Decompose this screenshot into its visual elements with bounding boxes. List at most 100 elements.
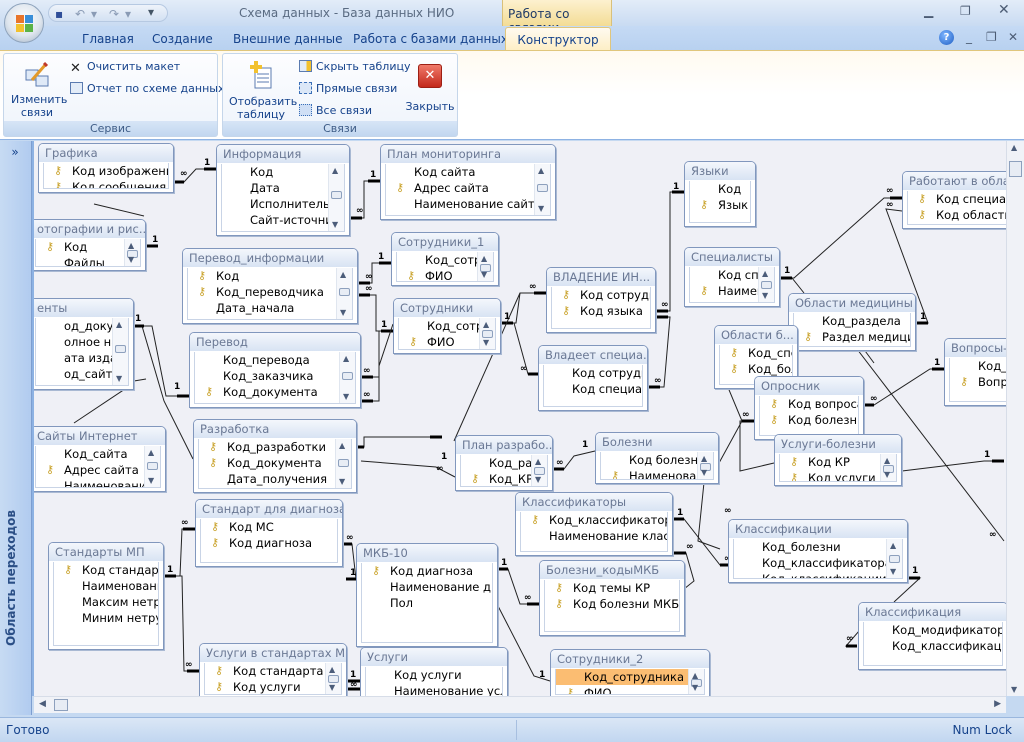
table-title[interactable]: Стандарт для диагноза... — [196, 500, 342, 518]
scroll-left-icon[interactable]: ◀ — [39, 699, 46, 709]
field-scrollbar[interactable]: ▲▼ — [886, 539, 902, 578]
table-field[interactable]: Наименовани — [54, 578, 158, 594]
show-table-button[interactable]: Отобразить таблицу — [227, 60, 297, 121]
table-title[interactable]: Области медицины — [789, 294, 915, 312]
table-field[interactable]: Максим нетруд — [54, 594, 158, 610]
field-scrollbar[interactable]: ▲▼ — [697, 452, 713, 479]
table-title[interactable]: Информация — [217, 145, 349, 163]
restore-icon[interactable]: ❐ — [960, 4, 971, 18]
scroll-down-icon[interactable]: ▼ — [535, 475, 542, 484]
all-relationships-button[interactable]: Все связи — [299, 104, 372, 117]
field-scrollbar[interactable]: ▲▼ — [688, 669, 704, 694]
table-title[interactable]: отографии и рис... — [34, 220, 145, 238]
table-field[interactable]: Код_в — [950, 358, 1006, 374]
tab-design[interactable]: Конструктор — [505, 27, 611, 51]
table-field[interactable]: ⚷Код стандарта — [205, 663, 341, 679]
table-field[interactable]: Код — [222, 164, 344, 180]
table-card[interactable]: Графика⚷Код изображения⚷Код сообщения — [38, 143, 174, 193]
table-field[interactable]: Код_модификатора — [864, 622, 1002, 638]
scroll-down-icon[interactable]: ▼ — [483, 338, 490, 347]
field-scrollbar[interactable]: ▲▼ — [339, 352, 355, 403]
vertical-scroll-thumb[interactable] — [1009, 161, 1022, 177]
table-field[interactable]: ⚷Код — [188, 268, 352, 284]
scroll-thumb[interactable] — [480, 263, 491, 272]
hide-table-button[interactable]: Скрыть таблицу — [299, 60, 411, 73]
table-title[interactable]: Классификации — [729, 520, 907, 538]
relationship-line[interactable] — [358, 294, 393, 332]
table-field[interactable]: ⚷Код_бол — [720, 361, 792, 377]
scroll-right-icon[interactable]: ▶ — [994, 699, 1001, 709]
table-title[interactable]: Вопросы- — [945, 339, 1006, 357]
scroll-thumb[interactable] — [338, 458, 349, 467]
scroll-thumb[interactable] — [761, 281, 772, 289]
field-scrollbar[interactable]: ▲▼ — [880, 454, 896, 481]
tab-home[interactable]: Главная — [82, 32, 134, 46]
office-button[interactable] — [4, 3, 44, 43]
table-title[interactable]: Услуги в стандартах МП — [200, 644, 346, 662]
scroll-up-icon[interactable]: ▲ — [339, 441, 346, 450]
field-scrollbar[interactable]: ▲▼ — [531, 455, 547, 486]
table-title[interactable]: Графика — [39, 144, 173, 162]
table-field[interactable]: ⚷ФИО — [397, 268, 493, 281]
table-field[interactable]: ⚷ФИО — [399, 334, 495, 349]
table-title[interactable]: Классификация — [859, 603, 1006, 621]
navigation-pane[interactable]: » Область переходов — [0, 141, 32, 715]
table-field[interactable]: од_сайта — [36, 366, 128, 382]
tab-database-tools[interactable]: Работа с базами данных — [353, 32, 508, 46]
relationship-line[interactable] — [164, 575, 199, 672]
table-field[interactable]: Код специаль — [544, 381, 642, 397]
table-field[interactable]: Код — [690, 181, 750, 197]
scroll-up-icon[interactable]: ▲ — [340, 270, 347, 279]
relationships-canvas[interactable]: ∞1∞1111∞∞11∞∞1∞∞∞1∞1∞∞11∞1∞∞11∞∞11∞11∞1∞… — [32, 141, 1006, 696]
table-title[interactable]: Владеет специа... — [539, 346, 647, 364]
table-field[interactable]: Наименование класси — [521, 528, 667, 544]
table-field[interactable]: ⚷Код темы КР — [545, 580, 679, 596]
table-field[interactable]: Код сотрудни — [544, 365, 642, 381]
scroll-thumb[interactable] — [328, 675, 339, 684]
table-title[interactable]: Услуги — [361, 648, 507, 666]
table-title[interactable]: Перевод — [190, 333, 360, 351]
scroll-thumb[interactable] — [700, 462, 711, 471]
table-field[interactable]: Код_классификации — [864, 638, 1002, 654]
undo-icon[interactable]: ↶ — [75, 7, 86, 21]
table-field[interactable]: ⚷Код сообщения — [44, 179, 168, 188]
expand-nav-pane-button[interactable]: » — [11, 145, 19, 159]
table-field[interactable]: ⚷Код болезни МКБ — [545, 596, 679, 612]
field-scrollbar[interactable]: ▲▼ — [144, 446, 160, 487]
scroll-up-icon[interactable]: ▲ — [884, 456, 891, 465]
table-field[interactable]: ⚷Раздел медицины — [794, 329, 910, 345]
scroll-down-icon[interactable]: ▼ — [343, 392, 350, 401]
minimize-icon[interactable]: ▁ — [924, 4, 934, 18]
table-field[interactable]: Файлы — [36, 255, 140, 266]
relationship-line[interactable] — [360, 460, 456, 478]
table-card[interactable]: Услуги-болезни⚷Код КР⚷Код услуги▲▼ — [774, 434, 902, 486]
table-title[interactable]: Болезни_кодыМКБ — [540, 561, 684, 579]
scroll-down-icon[interactable]: ▼ — [762, 291, 769, 300]
scroll-thumb[interactable] — [331, 190, 342, 199]
relationship-line[interactable] — [453, 292, 521, 442]
field-scrollbar[interactable]: ▲▼ — [336, 268, 352, 319]
scroll-thumb[interactable] — [147, 462, 158, 471]
scroll-down-icon[interactable]: ▼ — [340, 308, 347, 317]
field-scrollbar[interactable]: ▲▼ — [335, 439, 351, 488]
scroll-thumb[interactable] — [691, 679, 702, 687]
field-scrollbar[interactable]: ▲▼ — [112, 318, 128, 385]
table-title[interactable]: Специалисты — [685, 248, 779, 266]
table-field[interactable]: Код_болезни — [734, 539, 902, 555]
scroll-up-icon[interactable]: ▲ — [329, 665, 336, 674]
table-field[interactable]: Код_классификации — [734, 571, 902, 578]
scroll-down-icon[interactable]: ▼ — [890, 567, 897, 576]
table-card[interactable]: План разрабо...Код_разр⚷Код_КР▲▼ — [455, 435, 553, 491]
scroll-thumb[interactable] — [537, 184, 548, 193]
table-field[interactable]: Код_раздела — [794, 313, 910, 329]
field-scrollbar[interactable]: ▲▼ — [758, 267, 774, 302]
table-field[interactable]: ⚷Адрес сайта — [36, 462, 160, 478]
table-title[interactable]: Разработка — [194, 420, 356, 438]
scroll-thumb[interactable] — [889, 554, 900, 563]
table-field[interactable]: ⚷ФИО — [556, 685, 704, 694]
scroll-thumb[interactable] — [534, 467, 545, 476]
